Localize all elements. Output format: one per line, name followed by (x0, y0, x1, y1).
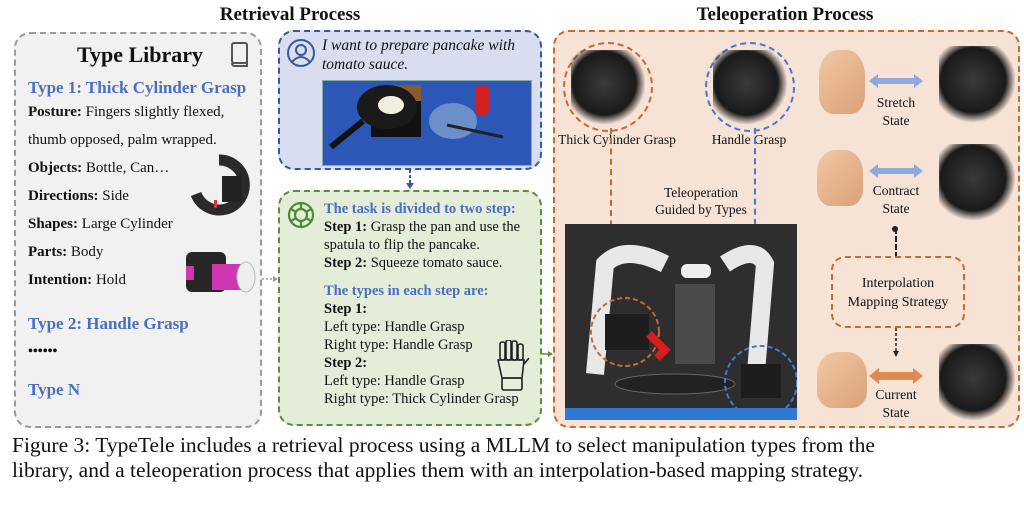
teleoperation-panel: Thick Cylinder Grasp Handle Grasp Teleop… (553, 30, 1020, 428)
current-state-label: Current State (863, 386, 929, 422)
directions-value: Side (98, 188, 129, 204)
interpolation-mapping-box: Interpolation Mapping Strategy (831, 256, 965, 328)
step2-line: Step 2: Squeeze tomato sauce. (324, 254, 502, 272)
handle-grasp-robot-hand-image (713, 50, 787, 124)
interp-line-2: Mapping Strategy (847, 295, 949, 310)
guided-line-2: Guided by Types (655, 202, 747, 217)
task-division-heading: The task is divided to two step: (324, 201, 516, 217)
types-step2-left: Left type: Handle Grasp (324, 373, 465, 389)
interpolation-label: Interpolation Mapping Strategy (833, 274, 963, 312)
cup-grasp-hand-image (182, 246, 258, 302)
user-query-text: I want to prepare pancake with tomato sa… (322, 36, 515, 74)
book-icon (230, 42, 250, 68)
intention-label: Intention: (28, 272, 93, 288)
llm-response-panel: The task is divided to two step: Step 1:… (278, 190, 542, 426)
ellipsis: •••••• (28, 344, 58, 359)
step2-label: Step 2: (324, 255, 368, 271)
step1-text: Grasp the pan and use the (367, 219, 521, 235)
thick-cylinder-grasp-label: Thick Cylinder Grasp (558, 132, 676, 147)
thick-cylinder-hand-image (188, 154, 250, 216)
posture-label: Posture: (28, 104, 82, 120)
library-to-llm-arrow (262, 270, 278, 282)
shapes-label: Shapes: (28, 216, 79, 232)
stretch-state-label: Stretch State (863, 94, 929, 130)
types-step1-label: Step 1: (324, 301, 368, 317)
thick-cylinder-grasp-circle (563, 42, 653, 132)
guided-line-1: Teleoperation (663, 185, 739, 200)
step2-text: Squeeze tomato sauce. (367, 255, 503, 271)
interp-connector-bottom (891, 328, 901, 358)
stretch-robot-hand-image (939, 46, 1015, 122)
contract-human-fist-image (817, 150, 863, 206)
contract-line-1: Contract (872, 183, 920, 198)
objects-label: Objects: (28, 160, 83, 176)
current-line-2: State (882, 405, 910, 420)
caption-line-2: library, and a teleoperation process tha… (12, 458, 863, 482)
types-step1-right: Right type: Handle Grasp (324, 337, 473, 353)
contract-arrow-icon (869, 164, 923, 178)
parts-line: Parts: Body (28, 244, 103, 261)
guided-by-types-label: Teleoperation Guided by Types (651, 184, 751, 218)
directions-line: Directions: Side (28, 188, 129, 205)
figure-caption: Figure 3: TypeTele includes a retrieval … (12, 433, 1018, 483)
intention-value: Hold (92, 272, 126, 288)
query-line-2: tomato sauce. (322, 56, 409, 73)
step1-line-2: spatula to flip the pancake. (324, 237, 480, 253)
interp-connector-top (895, 228, 899, 258)
contract-line-2: State (882, 201, 910, 216)
kitchen-scene-image (322, 80, 532, 166)
type-library-panel: Type Library Type 1: Thick Cylinder Gras… (14, 32, 262, 428)
robot-hand-icon (492, 339, 530, 392)
teleoperation-photo (565, 224, 797, 420)
shapes-value: Large Cylinder (78, 216, 173, 232)
type-n-heading: Type N (28, 380, 81, 399)
posture-line-2: thumb opposed, palm wrapped. (28, 132, 217, 148)
step1-label: Step 1: (324, 219, 368, 235)
types-step1-left: Left type: Handle Grasp (324, 319, 465, 335)
thick-cylinder-robot-hand-image (571, 50, 645, 124)
query-line-1: I want to prepare pancake with (322, 37, 516, 54)
current-human-hand-image (817, 352, 867, 408)
openai-icon (286, 200, 316, 230)
stretch-human-hand-image (819, 50, 865, 114)
handle-grasp-label: Handle Grasp (711, 132, 787, 147)
directions-label: Directions: (28, 188, 99, 204)
stretch-line-2: State (882, 113, 910, 128)
user-query-panel: I want to prepare pancake with tomato sa… (278, 30, 542, 170)
posture-value: Fingers slightly flexed, (81, 104, 225, 120)
objects-line: Objects: Bottle, Can… (28, 160, 169, 177)
contract-robot-hand-image (939, 144, 1015, 220)
user-icon (286, 38, 316, 68)
caption-line-1: Figure 3: TypeTele includes a retrieval … (12, 433, 875, 457)
current-line-1: Current (875, 387, 917, 402)
parts-label: Parts: (28, 244, 68, 260)
thick-cylinder-connector (610, 128, 612, 288)
parts-value: Body (67, 244, 104, 260)
current-arrow-icon (869, 368, 923, 384)
type-2-heading: Type 2: Handle Grasp (28, 314, 189, 333)
interp-line-1: Interpolation (861, 276, 935, 291)
posture-line: Posture: Fingers slightly flexed, (28, 104, 224, 121)
teleoperation-process-title: Teleoperation Process (696, 4, 874, 25)
handle-grasp-circle (705, 42, 795, 132)
types-step2-right: Right type: Thick Cylinder Grasp (324, 391, 519, 407)
objects-value: Bottle, Can… (82, 160, 170, 176)
current-robot-hand-image (939, 344, 1015, 420)
contract-state-label: Contract State (863, 182, 929, 218)
stretch-line-1: Stretch (876, 95, 916, 110)
types-heading: The types in each step are: (324, 283, 489, 299)
query-to-llm-arrow (405, 170, 415, 190)
llm-to-teleoperation-arrow (542, 345, 553, 357)
retrieval-process-title: Retrieval Process (219, 4, 361, 25)
step1-line: Step 1: Grasp the pan and use the (324, 218, 520, 236)
type-1-heading: Type 1: Thick Cylinder Grasp (28, 78, 247, 97)
type-library-title: Type Library (76, 42, 204, 67)
intention-line: Intention: Hold (28, 272, 126, 289)
shapes-line: Shapes: Large Cylinder (28, 216, 173, 233)
stretch-arrow-icon (869, 74, 923, 88)
types-step2-label: Step 2: (324, 355, 368, 371)
interp-connector-dot (892, 226, 898, 232)
